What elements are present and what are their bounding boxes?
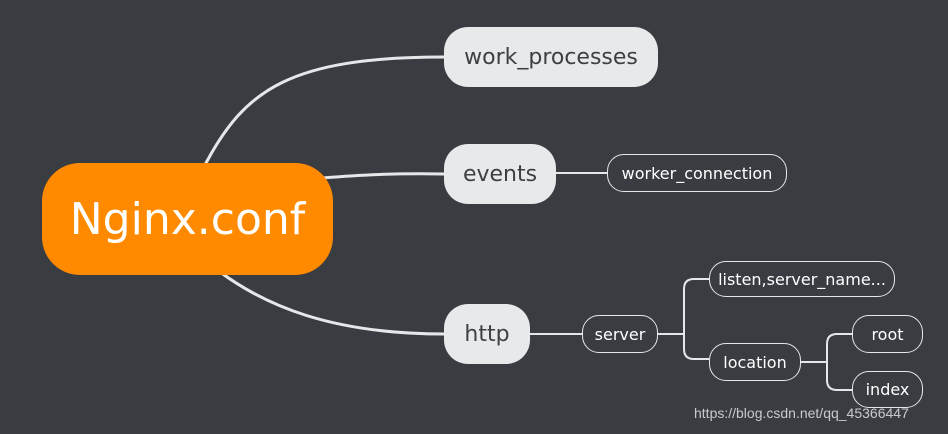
branch-http[interactable]: http <box>444 304 530 364</box>
link-root-work-processes <box>204 55 446 165</box>
node-location[interactable]: location <box>709 343 801 381</box>
node-listen-server-name[interactable]: listen,server_name... <box>709 261 895 297</box>
link-location-children <box>800 333 852 391</box>
node-root[interactable]: root <box>852 315 923 353</box>
branch-work-processes[interactable]: work_processes <box>444 27 658 87</box>
node-index[interactable]: index <box>852 371 923 408</box>
node-server[interactable]: server <box>582 315 658 353</box>
node-worker-connection[interactable]: worker_connection <box>607 154 787 192</box>
root-node-nginx-conf[interactable]: Nginx.conf <box>42 163 333 275</box>
link-server-children <box>657 278 709 360</box>
link-root-events <box>320 172 446 180</box>
watermark-text: https://blog.csdn.net/qq_45366447 <box>694 405 909 421</box>
branch-events[interactable]: events <box>444 144 556 204</box>
link-root-http <box>218 270 446 336</box>
